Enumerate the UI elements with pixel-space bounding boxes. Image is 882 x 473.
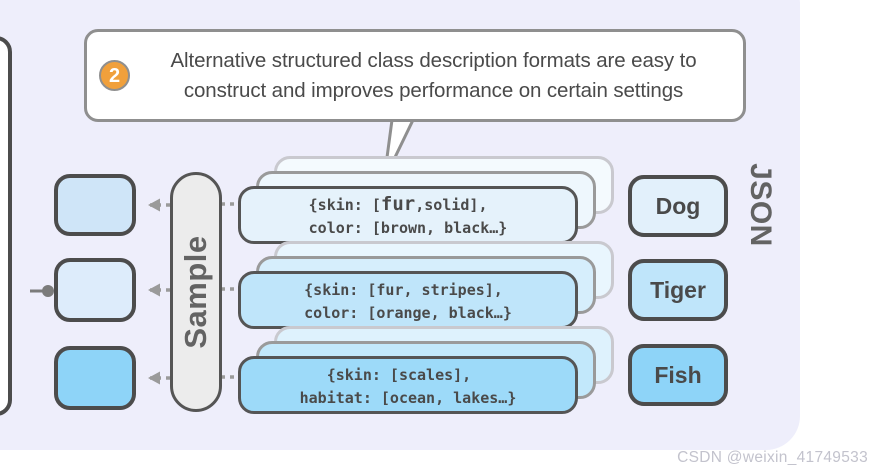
json-card-text-2: {skin: [fur, stripes], color: [orange, bl… [304, 276, 512, 324]
json-line-2: habitat: [ocean, lakes…} [299, 388, 517, 407]
json-line-1-pre: {skin: [scales], [299, 366, 472, 385]
json-line-1-post: ,solid], [415, 196, 488, 215]
dotted-stub-icon-3 [221, 375, 241, 379]
class-box-dog[interactable]: Dog [628, 175, 728, 237]
dot-connector-icon [30, 285, 54, 297]
dotted-stub-icon-2 [221, 287, 241, 291]
dotted-stub-icon-1 [221, 202, 241, 206]
dotted-arrow-icon-3 [148, 371, 170, 385]
json-card-1[interactable]: {skin: [fur,solid], color: [brown, black…… [238, 186, 578, 244]
watermark: CSDN @weixin_41749533 [677, 449, 868, 466]
json-card-3[interactable]: {skin: [scales], habitat: [ocean, lakes…} [238, 356, 578, 414]
sample-axis-pill: Sample [170, 172, 222, 412]
json-line-1-pre: {skin: [ [308, 196, 381, 215]
json-line-2: color: [brown, black…} [308, 218, 508, 237]
json-line-2: color: [orange, black…} [304, 303, 512, 322]
dotted-arrow-icon-1 [148, 198, 170, 212]
callout-text: Alternative structured class description… [138, 46, 729, 104]
json-axis-label: JSON [744, 163, 777, 247]
json-axis-label-wrap: JSON [738, 145, 782, 265]
sample-box-3[interactable] [54, 346, 136, 410]
left-clipped-white-card [0, 36, 12, 416]
sample-box-2[interactable] [54, 258, 136, 322]
json-card-2[interactable]: {skin: [fur, stripes], color: [orange, bl… [238, 271, 578, 329]
json-line-1-pre: {skin: [fur, stripes], [304, 281, 503, 300]
sample-box-1[interactable] [54, 174, 136, 236]
class-box-fish[interactable]: Fish [628, 344, 728, 406]
json-card-text-1: {skin: [fur,solid], color: [brown, black…… [309, 191, 508, 239]
dotted-arrow-icon-2 [148, 283, 170, 297]
step-badge: 2 [99, 60, 130, 91]
callout-line-2: construct and improves performance on ce… [183, 78, 684, 102]
callout-line-1: Alternative structured class description… [170, 49, 697, 73]
json-card-text-3: {skin: [scales], habitat: [ocean, lakes…} [300, 361, 517, 409]
class-box-tiger[interactable]: Tiger [628, 259, 728, 321]
sample-axis-label: Sample [178, 235, 213, 349]
json-line-1-emphasis: fur [380, 193, 416, 216]
callout-bubble: 2 Alternative structured class descripti… [84, 29, 746, 122]
